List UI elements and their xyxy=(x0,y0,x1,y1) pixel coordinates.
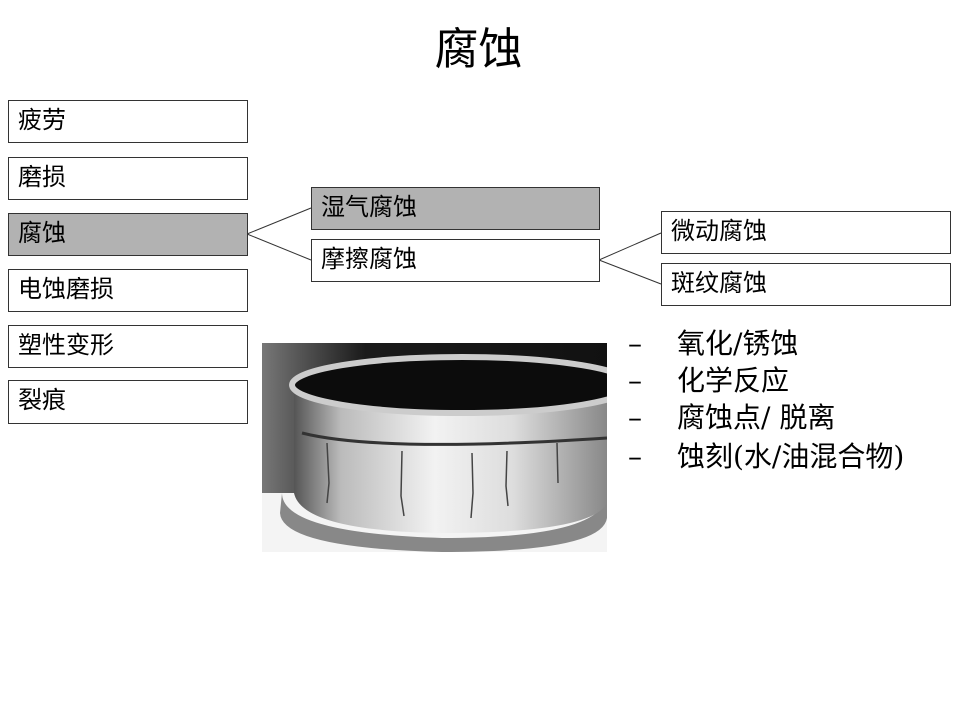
slide-title: 腐蚀 xyxy=(434,24,523,75)
category-cracks: 裂痕 xyxy=(8,380,248,424)
category-corrosion: 腐蚀 xyxy=(8,213,248,256)
friction-false-brinelling: 斑纹腐蚀 xyxy=(661,263,951,306)
bullet-dash: – xyxy=(628,327,642,360)
bearing-ring-photo xyxy=(262,343,607,552)
bullet-item: – 蚀刻(水/油混合物) xyxy=(628,439,904,475)
bullet-item: – 腐蚀点/ 脱离 xyxy=(628,400,835,436)
category-wear: 磨损 xyxy=(8,157,248,200)
bullet-text: 氧化/锈蚀 xyxy=(677,327,799,360)
bullet-item: – 化学反应 xyxy=(628,363,789,399)
bullet-text: 蚀刻(水/油混合物) xyxy=(677,440,905,473)
category-fatigue: 疲劳 xyxy=(8,100,248,143)
bullet-text: 化学反应 xyxy=(677,364,790,397)
corrosion-friction: 摩擦腐蚀 xyxy=(311,239,600,282)
bullet-item: – 氧化/锈蚀 xyxy=(628,326,798,362)
category-plastic-deformation: 塑性变形 xyxy=(8,325,248,368)
bullet-dash: – xyxy=(628,401,642,434)
friction-fretting: 微动腐蚀 xyxy=(661,211,951,254)
category-electrical-erosion: 电蚀磨损 xyxy=(8,269,248,312)
bullet-dash: – xyxy=(628,364,642,397)
corrosion-moisture: 湿气腐蚀 xyxy=(311,187,600,230)
bullet-dash: – xyxy=(628,440,642,473)
bullet-text: 腐蚀点/ 脱离 xyxy=(677,401,836,434)
